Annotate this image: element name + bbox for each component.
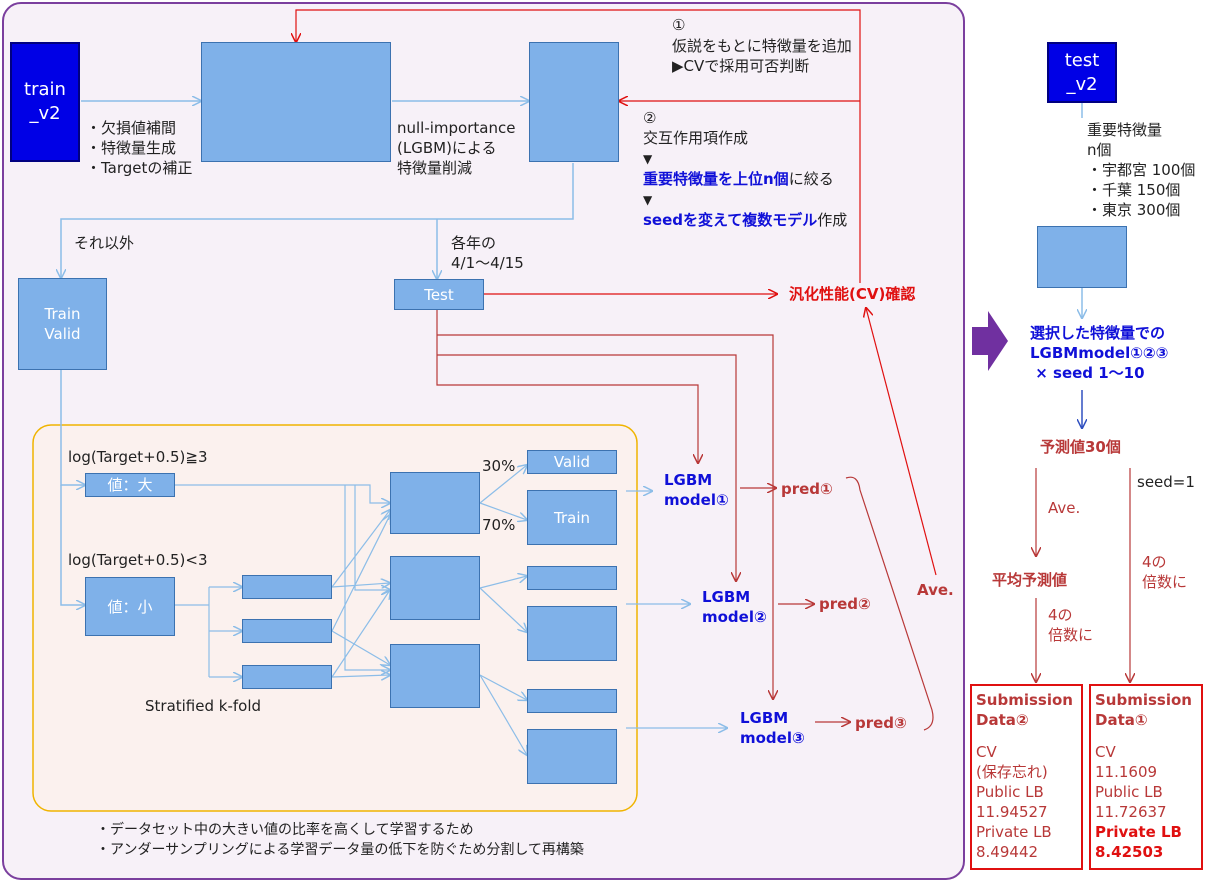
feedback-loop-top: [296, 9, 861, 283]
fold2-g3: [331, 630, 390, 665]
multiple4-a-label: 4の 倍数に: [1048, 606, 1094, 644]
submission-data1-box: Submission Data① CV 11.1609 Public LB 11…: [1089, 684, 1203, 870]
step2-text-b: 重要特徴量を上位n個に絞る: [643, 169, 834, 189]
step2-c-bold: seedを変えて複数モデル: [643, 211, 818, 229]
arrow-test-to-model2: [437, 354, 736, 581]
generalization-label: 汎化性能(CV)確認: [789, 285, 916, 303]
ave-label: Ave.: [917, 581, 954, 599]
feature-box-2: [529, 42, 619, 162]
step2-b-bold: 重要特徴量を上位n個: [643, 170, 789, 188]
train-box-1: Train: [527, 490, 617, 545]
arrow-to-train-valid: [61, 163, 574, 278]
log-lt-label: log(Target+0.5)<3: [68, 551, 208, 569]
ave-right-label: Ave.: [1048, 499, 1081, 517]
train-v2-node: train _v2: [10, 42, 80, 162]
pred2-label: pred②: [819, 595, 871, 613]
fold3-g3: [331, 675, 390, 677]
valid-box-3: [527, 689, 617, 713]
pred30-label: 予測値30個: [1040, 438, 1121, 456]
submission-data1-private: Private LB 8.42503: [1095, 823, 1182, 861]
seed1-label: seed=1: [1137, 473, 1195, 491]
log-ge-label: log(Target+0.5)≧3: [68, 448, 208, 466]
feature-box-1: [201, 42, 391, 162]
arrow-ave-to-cv: [866, 308, 937, 576]
g1-train: [479, 502, 527, 520]
sampling-panel: [32, 424, 638, 812]
ave-brace: [845, 476, 934, 731]
valid-box-2: [527, 566, 617, 590]
submission-data2-values: CV (保存忘れ) Public LB 11.94527 Private LB …: [976, 743, 1052, 861]
model2-label: LGBM model②: [702, 588, 767, 626]
arrow-test-to-model1: [436, 310, 698, 463]
multiple4-b-label: 4の 倍数に: [1142, 553, 1188, 591]
g2-valid: [479, 576, 527, 589]
step1-number: ①: [672, 16, 686, 34]
note-1: ・データセット中の大きい値の比率を高くして学習するため: [96, 822, 474, 838]
test-feature-box: [1037, 226, 1127, 288]
note-2: ・アンダーサンプリングによる学習データ量の低下を防ぐため分割して再構築: [96, 842, 584, 858]
large-to-g2: [354, 485, 390, 590]
each-year-label: 各年の 4/1～4/15: [451, 234, 524, 272]
step2-b-tail: に絞る: [788, 170, 834, 188]
step1-text-b: ▶CVで採用可否判断: [672, 57, 810, 75]
train-valid-node: Train Valid: [18, 278, 107, 370]
arrow-to-val-small: [60, 485, 85, 605]
group-box-1: [390, 472, 480, 534]
g2-train: [479, 587, 527, 632]
large-to-g3: [344, 485, 390, 670]
g1-valid: [479, 465, 527, 504]
step2-arrow-1: ▼: [643, 152, 653, 166]
train-box-2: [527, 606, 617, 661]
submission-data2-title: Submission Data②: [976, 691, 1073, 729]
fold1-g2: [331, 583, 390, 587]
stratified-label: Stratified k-fold: [145, 697, 262, 715]
fold3-g2: [331, 590, 390, 678]
fold-box-2: [242, 619, 332, 643]
test-v2-node: test _v2: [1047, 42, 1117, 103]
val-small-node: 値：小: [85, 577, 175, 636]
selected-models-label: 選択した特徴量での LGBMmodel①②③ × seed 1～10: [1030, 324, 1169, 382]
val-large-node: 値：大: [85, 473, 175, 497]
step2-number: ②: [643, 109, 657, 127]
fold-box-3: [242, 665, 332, 689]
fold1-g1: [331, 510, 390, 588]
other-label: それ以外: [74, 234, 135, 252]
step2-arrow-2: ▼: [643, 193, 653, 207]
pct30-label: 30%: [482, 457, 516, 475]
group-box-2: [390, 556, 480, 620]
large-to-g1: [175, 484, 390, 503]
mean-pred-label: 平均予測値: [992, 571, 1068, 589]
test-node: Test: [394, 279, 484, 310]
step2-text-c: seedを変えて複数モデル作成: [643, 210, 847, 230]
important-features-label: 重要特徴量 n個 ・宇都宮 100個 ・千葉 150個 ・東京 300個: [1087, 121, 1196, 219]
submission-data2-box: Submission Data② CV (保存忘れ) Public LB 11.…: [970, 684, 1083, 870]
step1-text-a: 仮説をもとに特徴量を追加: [672, 37, 852, 55]
preprocess-label: ・欠損値補間 ・特徴量生成 ・Targetの補正: [86, 119, 193, 177]
fold2-g1: [331, 515, 390, 632]
valid-box-1: Valid: [527, 450, 617, 474]
submission-data1-title: Submission Data①: [1095, 691, 1192, 729]
pred3-label: pred③: [855, 714, 907, 732]
model3-label: LGBM model③: [740, 709, 805, 747]
pred1-label: pred①: [781, 480, 833, 498]
fold-box-1: [242, 575, 332, 599]
group-box-3: [390, 644, 480, 708]
model1-label: LGBM model①: [664, 471, 729, 509]
step2-text-a: 交互作用項作成: [643, 129, 749, 147]
train-box-3: [527, 729, 617, 784]
arrow-test-to-model3: [437, 334, 773, 699]
big-arrow-icon: [972, 311, 1008, 371]
pct70-label: 70%: [482, 516, 516, 534]
g3-valid: [479, 674, 527, 700]
submission-data1-values: CV 11.1609 Public LB 11.72637: [1095, 743, 1167, 821]
step2-c-tail: 作成: [817, 211, 848, 229]
g3-train: [479, 674, 527, 755]
null-importance-label: null-importance (LGBM)による 特徴量削減: [397, 119, 516, 177]
